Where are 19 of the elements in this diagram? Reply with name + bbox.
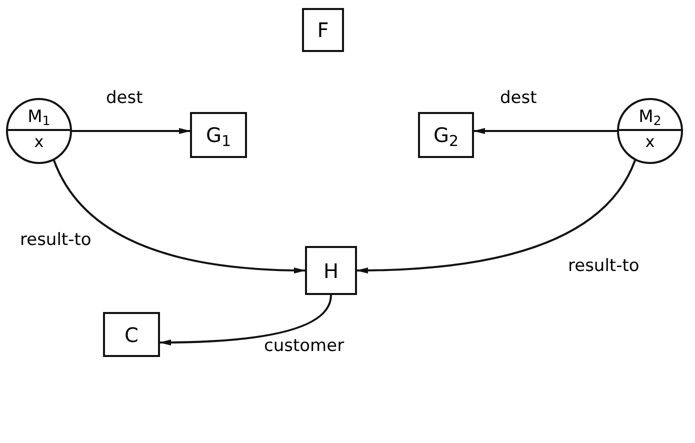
process-box bbox=[305, 246, 357, 295]
node-label: G$_{2}$ bbox=[433, 125, 459, 145]
node-label: C bbox=[124, 324, 138, 344]
node-label: x bbox=[645, 134, 655, 150]
process-box bbox=[190, 112, 247, 158]
node-label: M$_{2}$ bbox=[638, 109, 662, 126]
process-box bbox=[103, 312, 160, 357]
node-label: H bbox=[323, 260, 339, 280]
arrow bbox=[473, 128, 617, 134]
arrow bbox=[356, 160, 636, 274]
node-label: G$_{1}$ bbox=[206, 125, 232, 145]
node-label: x bbox=[34, 134, 44, 150]
process-box bbox=[418, 112, 474, 158]
arrow bbox=[159, 294, 332, 346]
node-label: F bbox=[317, 20, 329, 40]
arrow bbox=[53, 160, 306, 274]
node-label: M$_{1}$ bbox=[28, 109, 50, 126]
arrow bbox=[72, 128, 191, 134]
process-box bbox=[302, 8, 344, 52]
